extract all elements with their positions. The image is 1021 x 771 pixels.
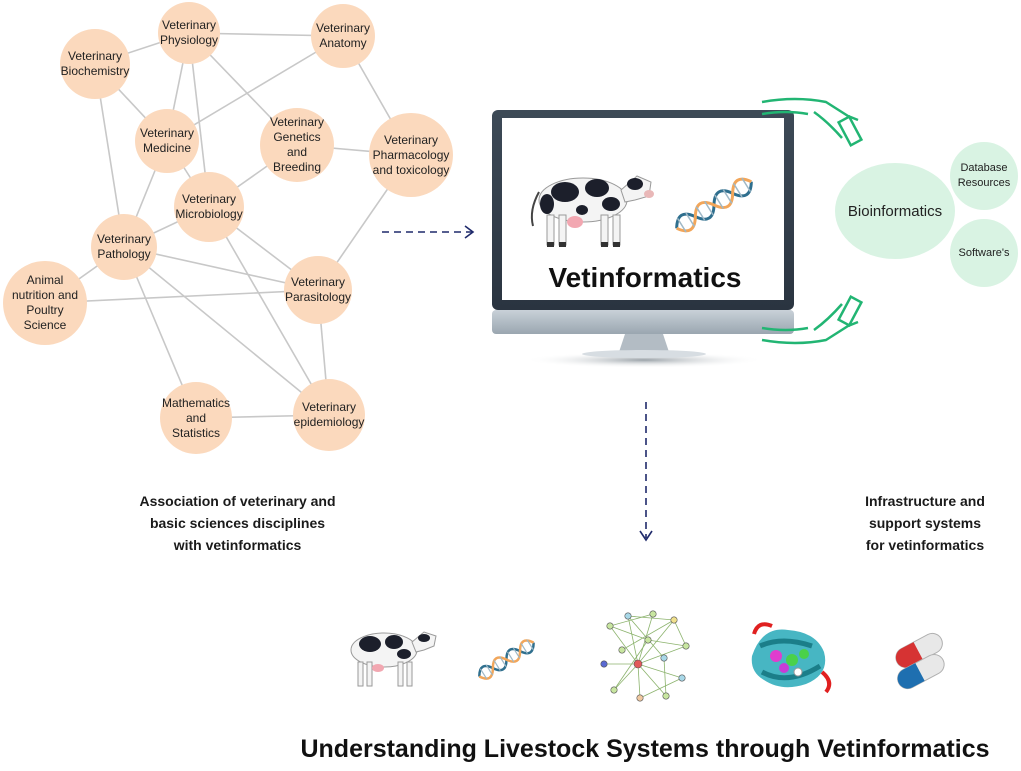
database-resources-bubble: Database Resources <box>950 142 1018 210</box>
network-to-monitor-arrow-icon <box>382 225 475 239</box>
node-medicine: Veterinary Medicine <box>135 109 199 173</box>
monitor-icon <box>492 110 794 368</box>
node-label: Veterinary Biochemistry <box>60 49 130 78</box>
node-label: Veterinary Anatomy <box>315 21 371 50</box>
node-anatomy: Veterinary Anatomy <box>311 4 375 68</box>
software-bubble: Software's <box>950 219 1018 287</box>
monitor-to-outputs-arrow-icon <box>639 402 653 542</box>
bioinformatics-label: Bioinformatics <box>847 202 943 220</box>
edge-anatomy-medicine <box>166 35 344 142</box>
right-caption-line-3: for vetinformatics <box>865 537 985 553</box>
database-label-line-1: Database <box>960 162 1008 174</box>
bioinformatics-bubble: Bioinformatics <box>835 163 955 259</box>
node-label: Veterinary Pharmacology and toxicology <box>372 132 450 177</box>
left-caption-line-3: with vetinformatics <box>173 537 302 553</box>
edge-nutrition-para <box>44 289 319 304</box>
left-caption-line-1: Association of veterinary and <box>139 493 336 509</box>
node-genetics: Veterinary Genetics and Breeding <box>260 108 334 182</box>
node-biochem: Veterinary Biochemistry <box>60 29 130 99</box>
right-caption: Infrastructure and support systems for v… <box>835 490 1015 556</box>
software-label: Software's <box>958 247 1010 259</box>
bottom-title: Understanding Livestock Systems through … <box>300 735 990 763</box>
node-label: Veterinary Pathology <box>96 232 152 261</box>
cow-icon <box>530 175 654 247</box>
node-micro: Veterinary Microbiology <box>174 172 244 242</box>
database-label-line-2: Resources <box>957 177 1011 189</box>
node-label: Veterinary Genetics and Breeding <box>269 115 325 174</box>
node-label: Animal nutrition and Poultry Science <box>11 273 79 332</box>
bottom-hand-icon <box>761 295 864 345</box>
left-caption: Association of veterinary and basic scie… <box>100 490 375 556</box>
node-patho: Veterinary Pathology <box>91 214 157 280</box>
node-epidem: Veterinary epidemiology <box>293 379 365 451</box>
network-graph-icon <box>600 610 690 702</box>
right-caption-line-1: Infrastructure and <box>865 493 985 509</box>
small-cow-icon <box>350 631 437 687</box>
node-para: Veterinary Parasitology <box>284 256 352 324</box>
dna-icon <box>675 177 753 233</box>
node-physio: Veterinary Physiology <box>158 2 220 64</box>
node-pharma: Veterinary Pharmacology and toxicology <box>369 113 453 197</box>
top-hand-icon <box>761 97 864 147</box>
node-label: Veterinary Microbiology <box>175 192 243 221</box>
node-label: Veterinary epidemiology <box>293 400 365 429</box>
right-caption-line-2: support systems <box>868 515 982 531</box>
edge-micro-epidem <box>208 206 330 416</box>
node-label: Veterinary Parasitology <box>284 275 352 304</box>
node-label: Veterinary Medicine <box>139 126 195 155</box>
edge-patho-epidem <box>123 246 330 416</box>
node-math: Mathematics and Statistics <box>160 382 232 454</box>
node-label: Veterinary Physiology <box>159 18 219 47</box>
node-label: Mathematics and Statistics <box>161 395 231 440</box>
left-caption-line-2: basic sciences disciplines <box>149 515 326 531</box>
node-nutrition: Animal nutrition and Poultry Science <box>3 261 87 345</box>
vetinformatics-title: Vetinformatics <box>548 262 742 293</box>
protein-structure-icon <box>751 622 832 694</box>
capsule-pills-icon <box>895 632 945 690</box>
small-dna-icon <box>478 639 535 680</box>
